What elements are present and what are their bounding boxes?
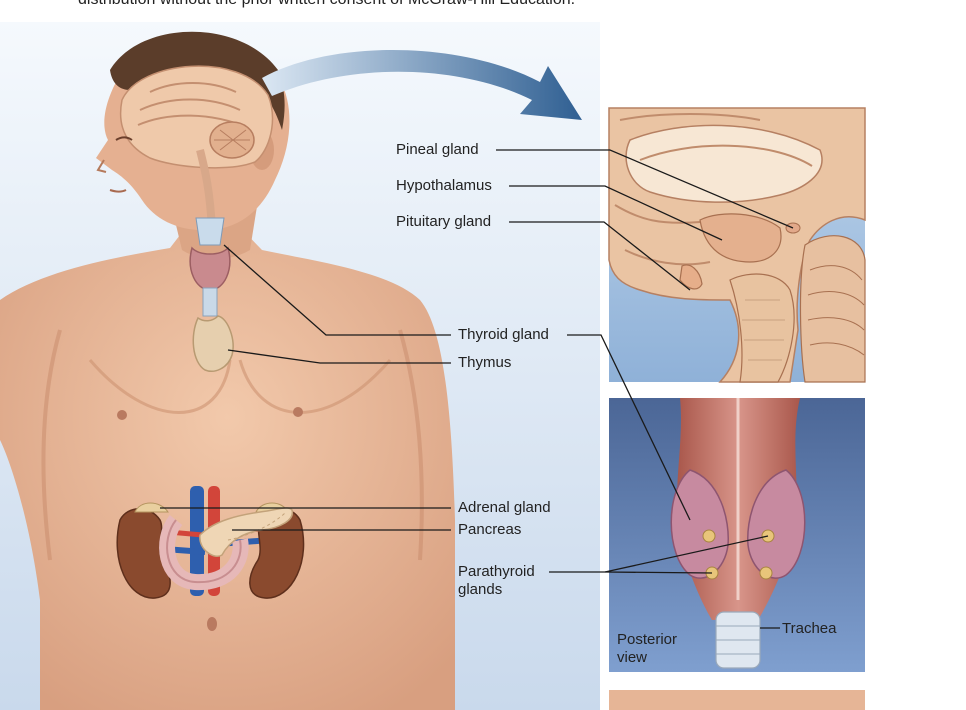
cropped-lower-panel [609, 690, 865, 710]
label-thymus: Thymus [458, 354, 512, 371]
label-posterior-line2: view [617, 649, 648, 666]
leader-lines [160, 149, 794, 629]
thymus-small [192, 315, 234, 372]
label-pituitary-gland: Pituitary gland [396, 213, 492, 230]
label-parathyroid-line2: glands [458, 581, 503, 598]
label-pineal-gland: Pineal gland [396, 141, 479, 158]
thyroid-detail-panel [609, 398, 865, 672]
label-thyroid-gland: Thyroid gland [458, 326, 549, 343]
label-hypothalamus: Hypothalamus [396, 177, 492, 194]
head [96, 31, 290, 231]
label-adrenal-gland: Adrenal gland [458, 499, 551, 516]
label-trachea: Trachea [782, 620, 837, 637]
cropped-header-text: distribution without the prior written c… [78, 0, 575, 9]
thyroid-small [189, 217, 231, 317]
abdominal-organs [116, 486, 305, 599]
label-parathyroid-line1: Parathyroid [458, 563, 535, 580]
label-pancreas: Pancreas [458, 521, 522, 538]
label-posterior-line1: Posterior [617, 631, 678, 648]
brain-detail-panel [608, 107, 866, 383]
zoom-arrow [262, 49, 582, 120]
